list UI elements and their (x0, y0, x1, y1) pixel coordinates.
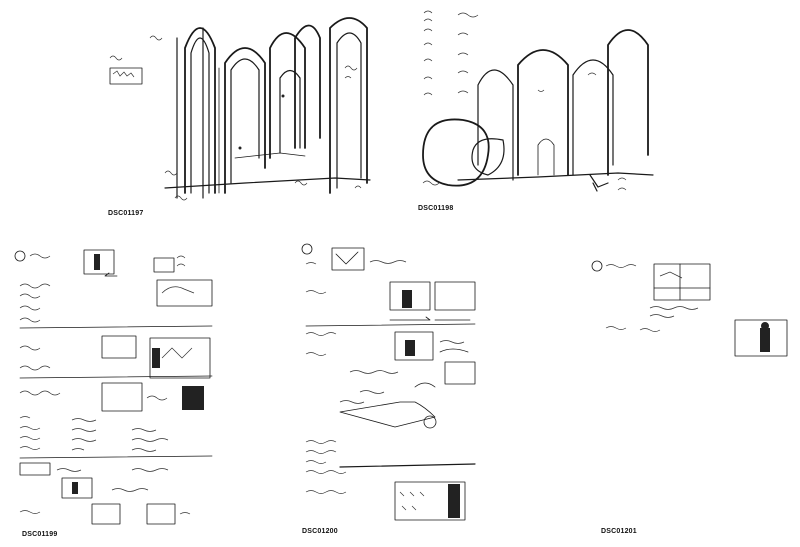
sketch-sheet-dsc01198 (418, 5, 668, 203)
storyboard-notes-2 (301, 243, 476, 521)
sheet-caption-dsc01199: DSC01199 (22, 531, 58, 538)
storyboard-notes-1 (14, 249, 213, 525)
sheet-caption-dsc01197: DSC01197 (108, 210, 144, 217)
sketch-sheet-dsc01200 (300, 242, 480, 524)
sketch-sheet-dsc01201 (590, 258, 795, 368)
sketch-sheet-dsc01197 (105, 8, 385, 208)
sketch-sheet-dsc01199 (12, 248, 224, 530)
arches-sketch-1 (109, 17, 371, 201)
storyboard-notes-3 (591, 260, 788, 357)
sheet-caption-dsc01201: DSC01201 (601, 528, 637, 535)
arches-sketch-2 (422, 10, 654, 192)
sheet-caption-dsc01200: DSC01200 (302, 528, 338, 535)
sheet-caption-dsc01198: DSC01198 (418, 205, 454, 212)
